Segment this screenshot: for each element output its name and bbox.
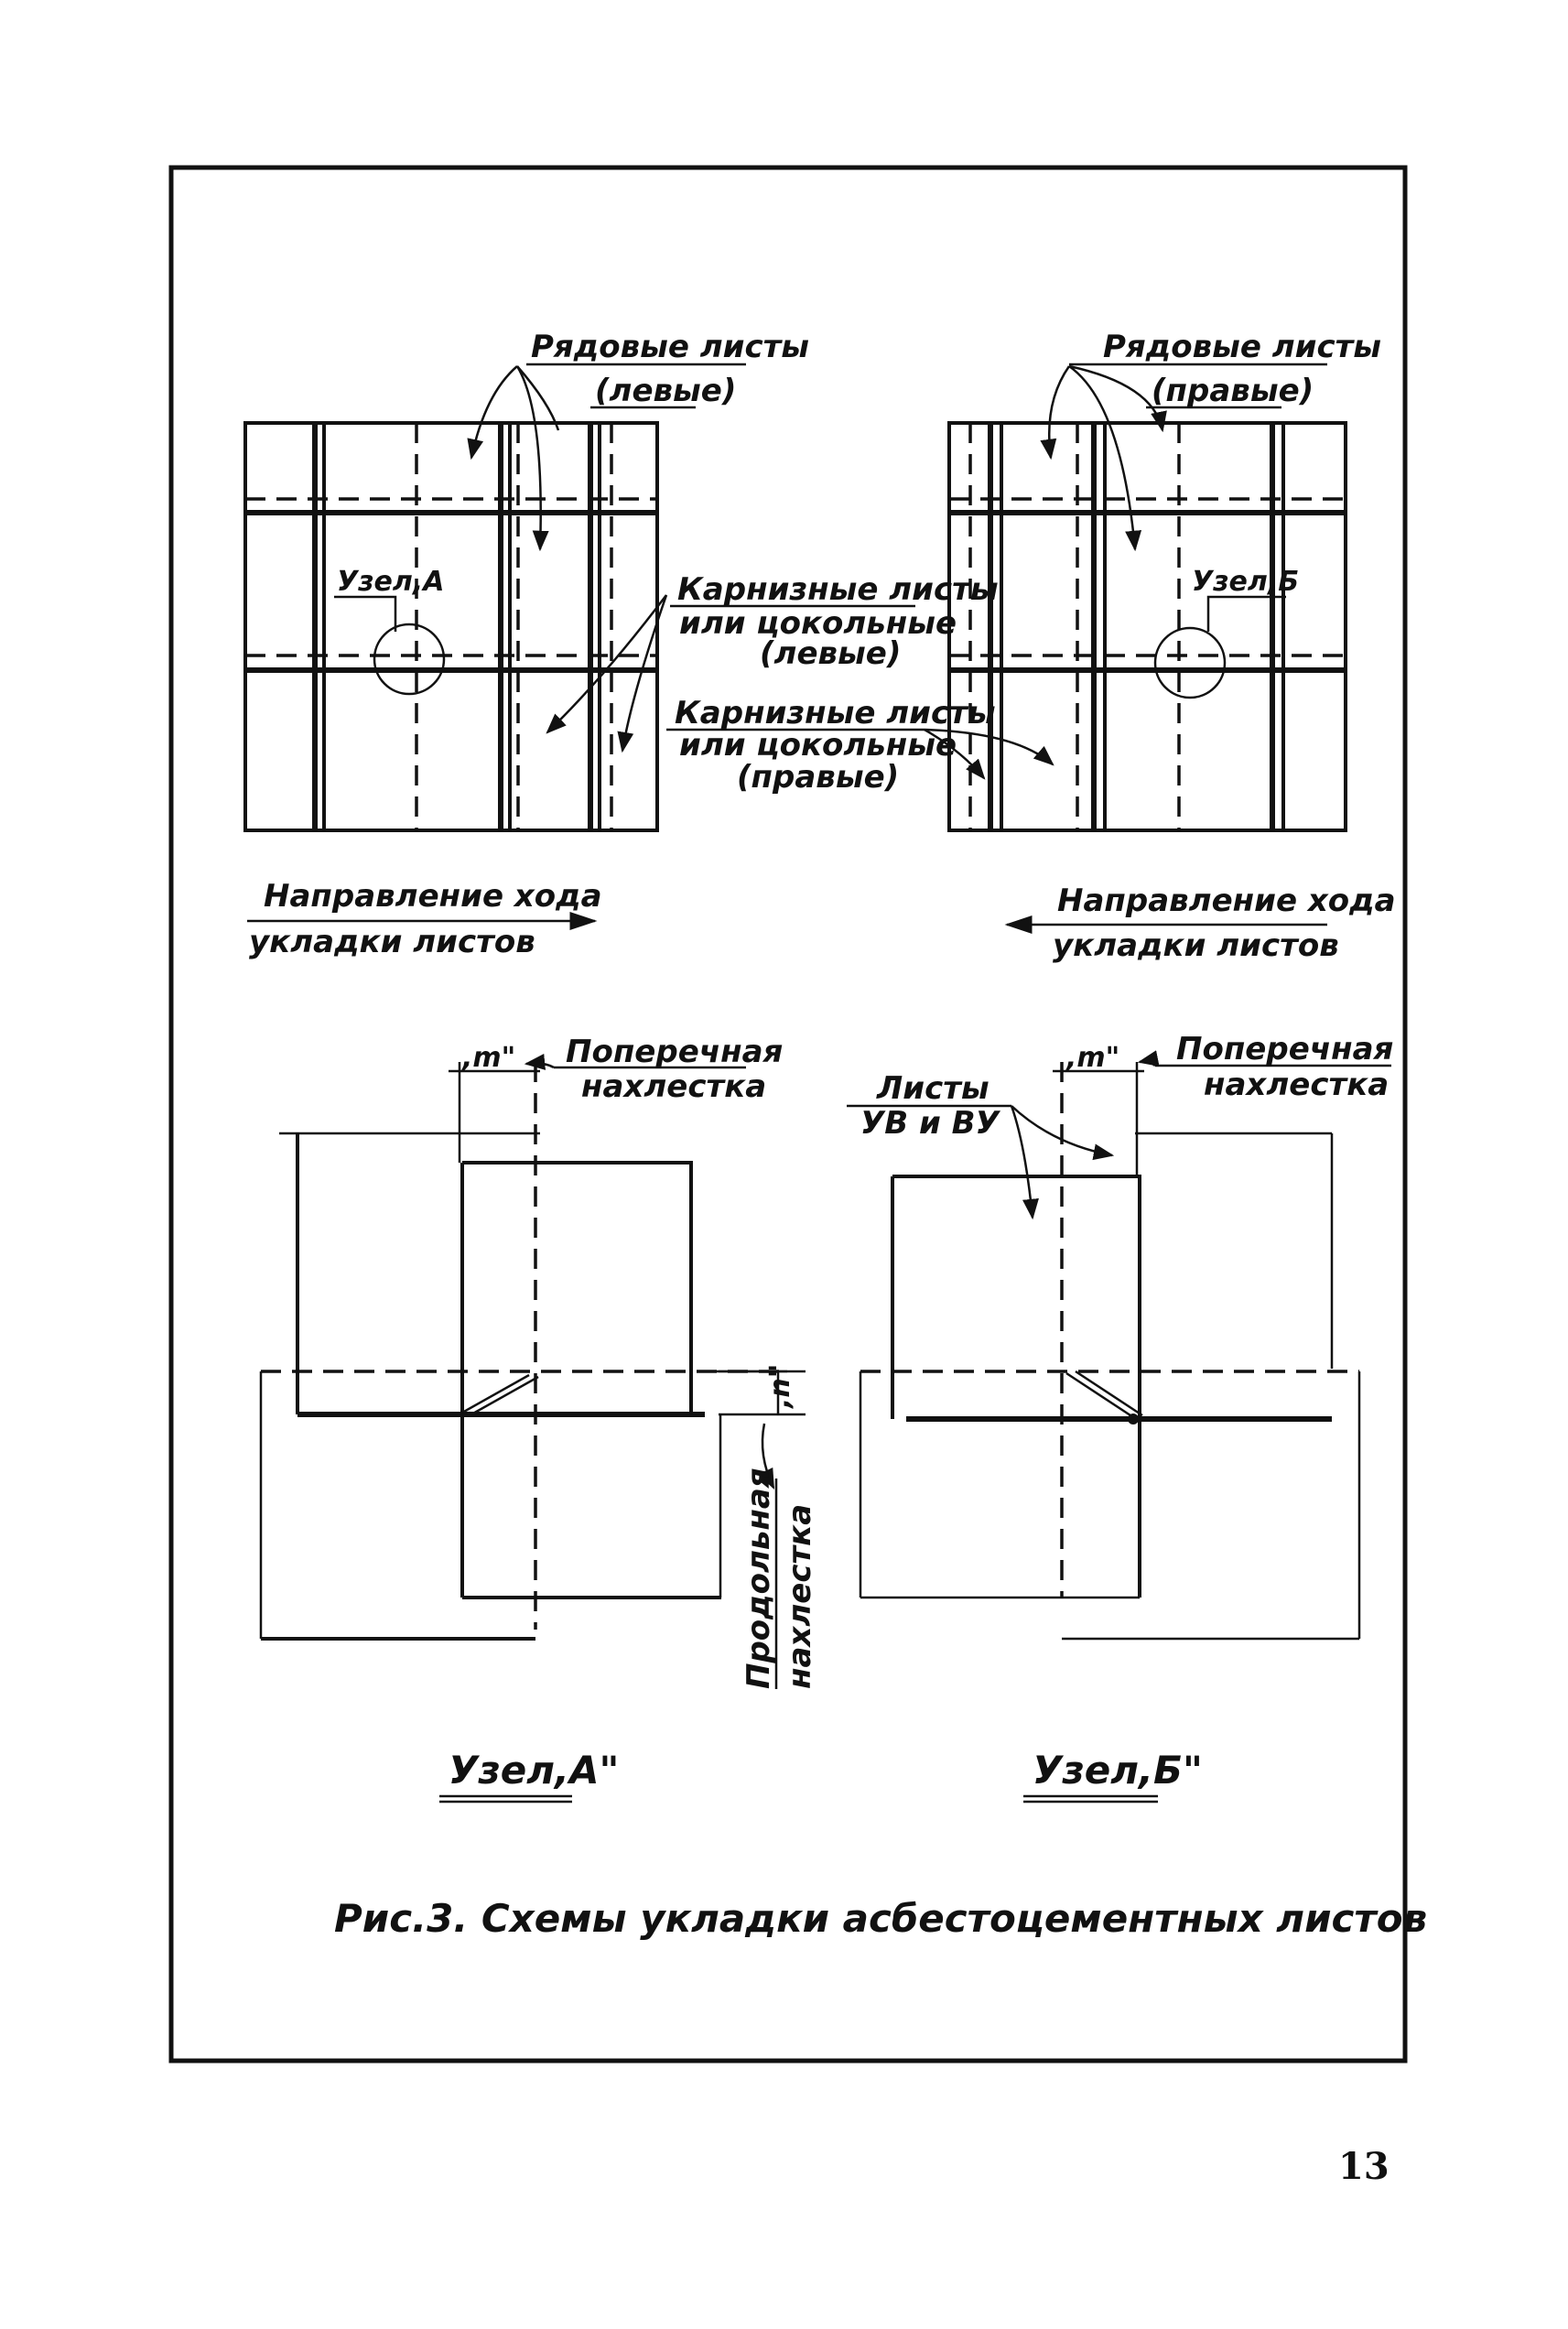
label-eave-left-2: или цокольные bbox=[679, 605, 957, 642]
node-b-marker bbox=[1153, 626, 1227, 699]
label-dir-right-2: укладки листов bbox=[1053, 927, 1339, 964]
label-node-b-tag: Узел,Б bbox=[1192, 566, 1299, 598]
label-row-sheets-right-sub: (правые) bbox=[1152, 373, 1314, 409]
grid-left bbox=[243, 421, 659, 832]
node-a-title: Узел,А" bbox=[449, 1748, 619, 1793]
page-number: 13 bbox=[1338, 2145, 1390, 2188]
label-m-left: ,m" bbox=[460, 1042, 515, 1074]
label-long-overlap-2: нахлестка bbox=[782, 1504, 818, 1689]
label-m-right: ,m" bbox=[1065, 1042, 1119, 1074]
label-row-sheets-left-sub: (левые) bbox=[595, 373, 736, 409]
label-eave-right-3: (правые) bbox=[737, 759, 899, 796]
label-dir-right-1: Направление хода bbox=[1057, 883, 1396, 919]
label-sheets-uv-1: Листы bbox=[876, 1070, 989, 1107]
label-cross-overlap-left-1: Поперечная bbox=[566, 1034, 783, 1070]
label-dir-left-2: укладки листов bbox=[249, 924, 535, 960]
node-a-marker bbox=[373, 623, 446, 696]
label-eave-left-1: Карнизные листы bbox=[677, 571, 999, 608]
grid-right bbox=[947, 421, 1347, 832]
label-n: ,n" bbox=[764, 1364, 796, 1410]
label-row-sheets-left: Рядовые листы bbox=[531, 329, 809, 365]
label-row-sheets-right: Рядовые листы bbox=[1103, 329, 1381, 365]
node-b-title: Узел,Б" bbox=[1033, 1748, 1203, 1793]
figure-caption: Рис.3. Схемы укладки асбестоцементных ли… bbox=[334, 1896, 1427, 1941]
label-dir-left-1: Направление хода bbox=[264, 878, 602, 915]
node-a-detail bbox=[259, 1062, 806, 1641]
label-cross-overlap-left-2: нахлестка bbox=[581, 1068, 766, 1105]
label-eave-left-3: (левые) bbox=[760, 635, 901, 672]
label-cross-overlap-right-2: нахлестка bbox=[1204, 1067, 1389, 1103]
label-long-overlap-1: Продольная bbox=[741, 1468, 777, 1689]
label-cross-overlap-right-1: Поперечная bbox=[1176, 1031, 1393, 1067]
label-eave-right-1: Карнизные листы bbox=[675, 695, 996, 731]
label-sheets-uv-2: УВ и ВУ bbox=[860, 1105, 1001, 1142]
label-eave-right-2: или цокольные bbox=[679, 727, 957, 764]
label-node-a-tag: Узел,А bbox=[337, 566, 445, 598]
page-frame bbox=[168, 165, 1408, 2064]
node-b-detail bbox=[859, 1062, 1361, 1641]
